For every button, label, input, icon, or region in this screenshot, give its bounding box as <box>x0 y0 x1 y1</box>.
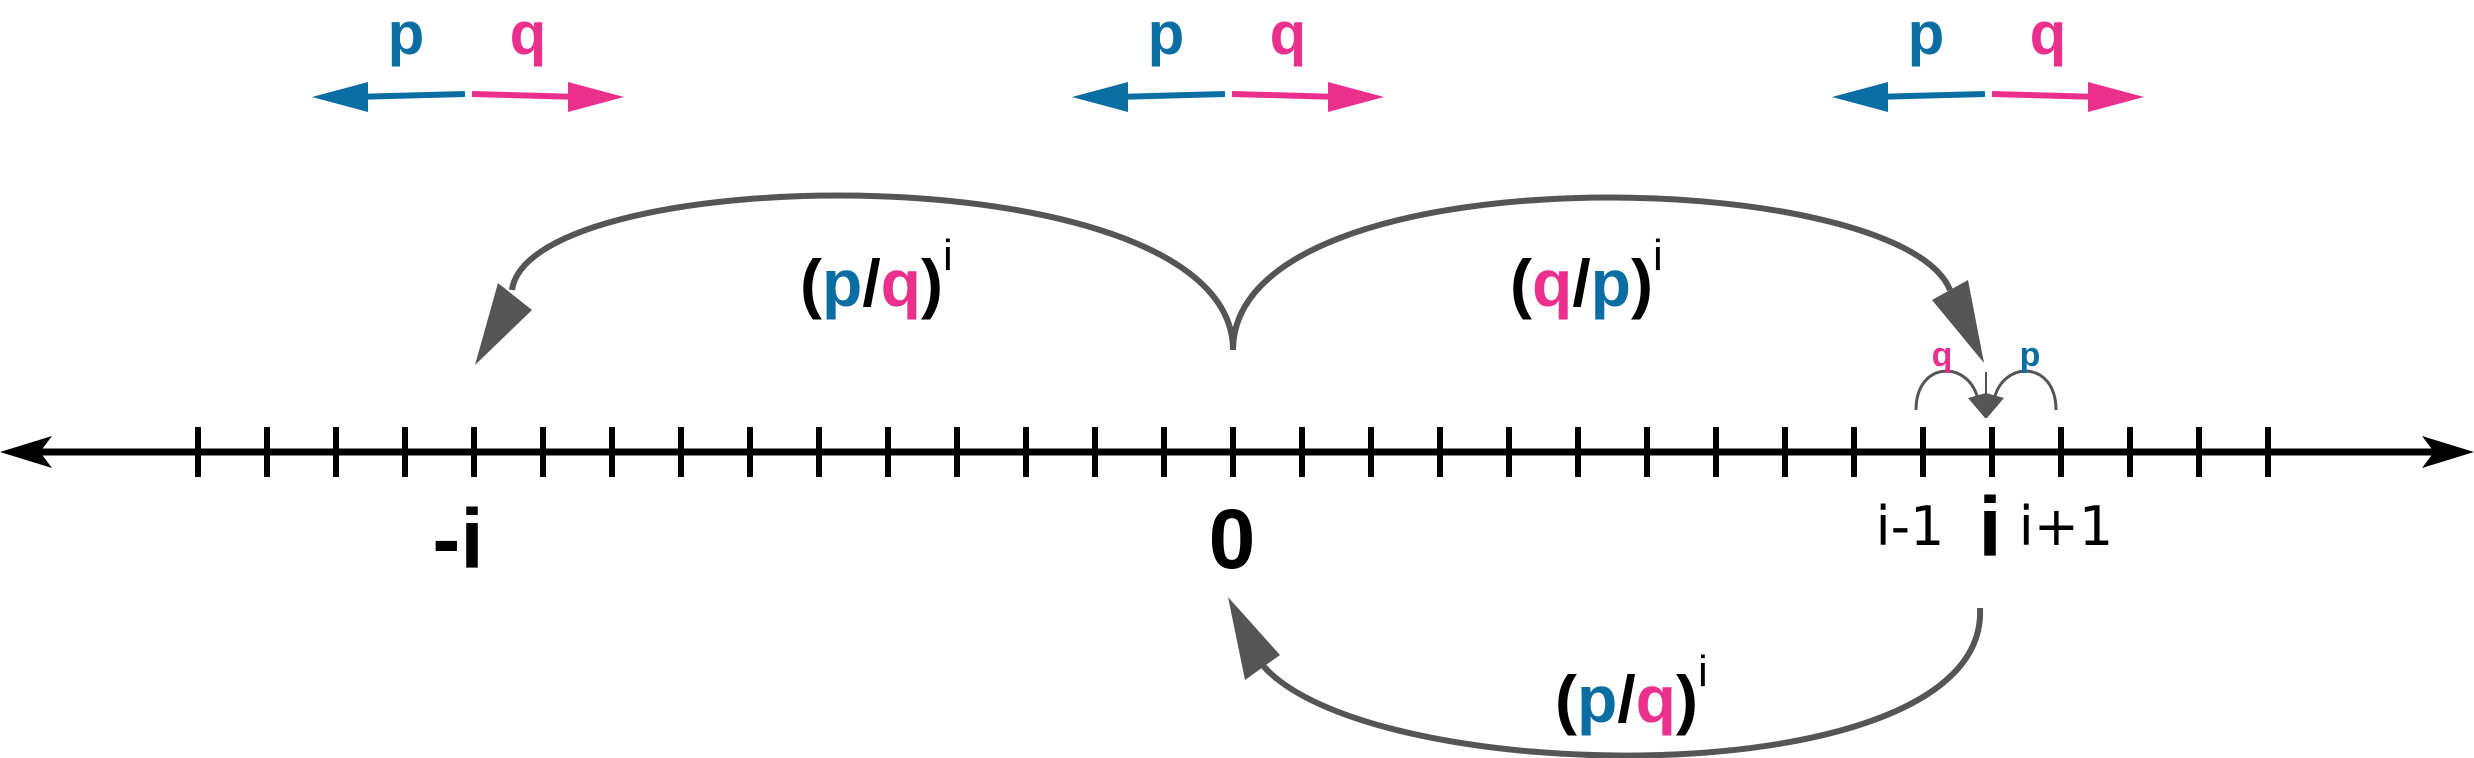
i-minus-1-label: i-1 <box>1876 495 1945 558</box>
ratio-exponent: i <box>943 231 953 280</box>
paren-close: ) <box>1631 246 1653 320</box>
ratio-exponent: i <box>1698 647 1708 696</box>
axis-ticks <box>195 427 2271 477</box>
ratio-denominator: p <box>1591 246 1631 320</box>
arc-zero-to-i <box>1230 194 1984 363</box>
small-step-arc-right <box>1986 369 2058 418</box>
paren-open: ( <box>1510 246 1532 320</box>
i-plus-1-label: i+1 <box>2019 495 2114 558</box>
arc-path <box>1257 607 1984 758</box>
ratio-numerator: p <box>822 246 862 320</box>
neg-i-label: -i <box>432 492 483 586</box>
ratio-slash: / <box>862 246 880 320</box>
arc-label-bottom: (p/q)i <box>1555 647 1708 736</box>
direction-arrows-right: p q <box>1832 0 2144 112</box>
small-arc-arrowhead <box>1986 393 2004 418</box>
p-label: p <box>388 0 425 67</box>
ratio-slash: / <box>1617 662 1635 736</box>
ratio-numerator: q <box>1532 246 1572 320</box>
number-line <box>0 427 2474 477</box>
direction-arrows-left: p q <box>312 0 624 112</box>
q-label: q <box>1270 0 1307 67</box>
ratio-denominator: q <box>881 246 921 320</box>
axis-right-arrowhead <box>2422 436 2474 468</box>
p-label: p <box>1908 0 1945 67</box>
p-direction-arrow <box>1874 91 1986 100</box>
arc-path <box>1230 194 1953 351</box>
small-arc-path <box>1914 369 1980 411</box>
q-direction-arrow <box>471 91 581 100</box>
small-step-p-label: p <box>2020 336 2041 374</box>
p-direction-arrow <box>354 91 466 100</box>
arc-i-to-zero <box>1228 597 1984 758</box>
q-direction-arrow <box>1991 91 2101 100</box>
small-arc-path <box>1992 369 2058 411</box>
ratio-numerator: p <box>1577 662 1617 736</box>
ratio-exponent: i <box>1653 231 1663 280</box>
arc-label-left: (p/q)i <box>800 231 953 320</box>
arc-arrowhead <box>475 283 532 365</box>
p-label: p <box>1148 0 1185 67</box>
p-direction-arrow <box>1114 91 1226 100</box>
arc-path <box>509 192 1236 351</box>
arc-label-right: (q/p)i <box>1510 231 1663 320</box>
paren-close: ) <box>1676 662 1698 736</box>
ratio-denominator: q <box>1636 662 1676 736</box>
q-label: q <box>510 0 547 67</box>
arc-arrowhead <box>1228 597 1280 680</box>
small-arc-arrowhead <box>1968 393 1986 418</box>
paren-open: ( <box>800 246 822 320</box>
p-arrowhead <box>312 82 368 112</box>
small-step-arc-left <box>1914 369 1986 418</box>
zero-label: 0 <box>1209 492 1256 586</box>
small-step-q-label: q <box>1932 336 1953 374</box>
q-label: q <box>2030 0 2067 67</box>
paren-open: ( <box>1555 662 1577 736</box>
paren-close: ) <box>921 246 943 320</box>
p-arrowhead <box>1832 82 1888 112</box>
p-arrowhead <box>1072 82 1128 112</box>
q-arrowhead <box>1328 82 1384 112</box>
q-arrowhead <box>2088 82 2144 112</box>
arc-arrowhead <box>1932 280 1984 363</box>
q-arrowhead <box>568 82 624 112</box>
arc-zero-to-neg-i <box>475 192 1236 365</box>
ratio-slash: / <box>1572 246 1590 320</box>
direction-arrows-center: p q <box>1072 0 1384 112</box>
i-label: i <box>1978 480 2001 574</box>
axis-left-arrowhead <box>0 436 52 468</box>
q-direction-arrow <box>1231 91 1341 100</box>
